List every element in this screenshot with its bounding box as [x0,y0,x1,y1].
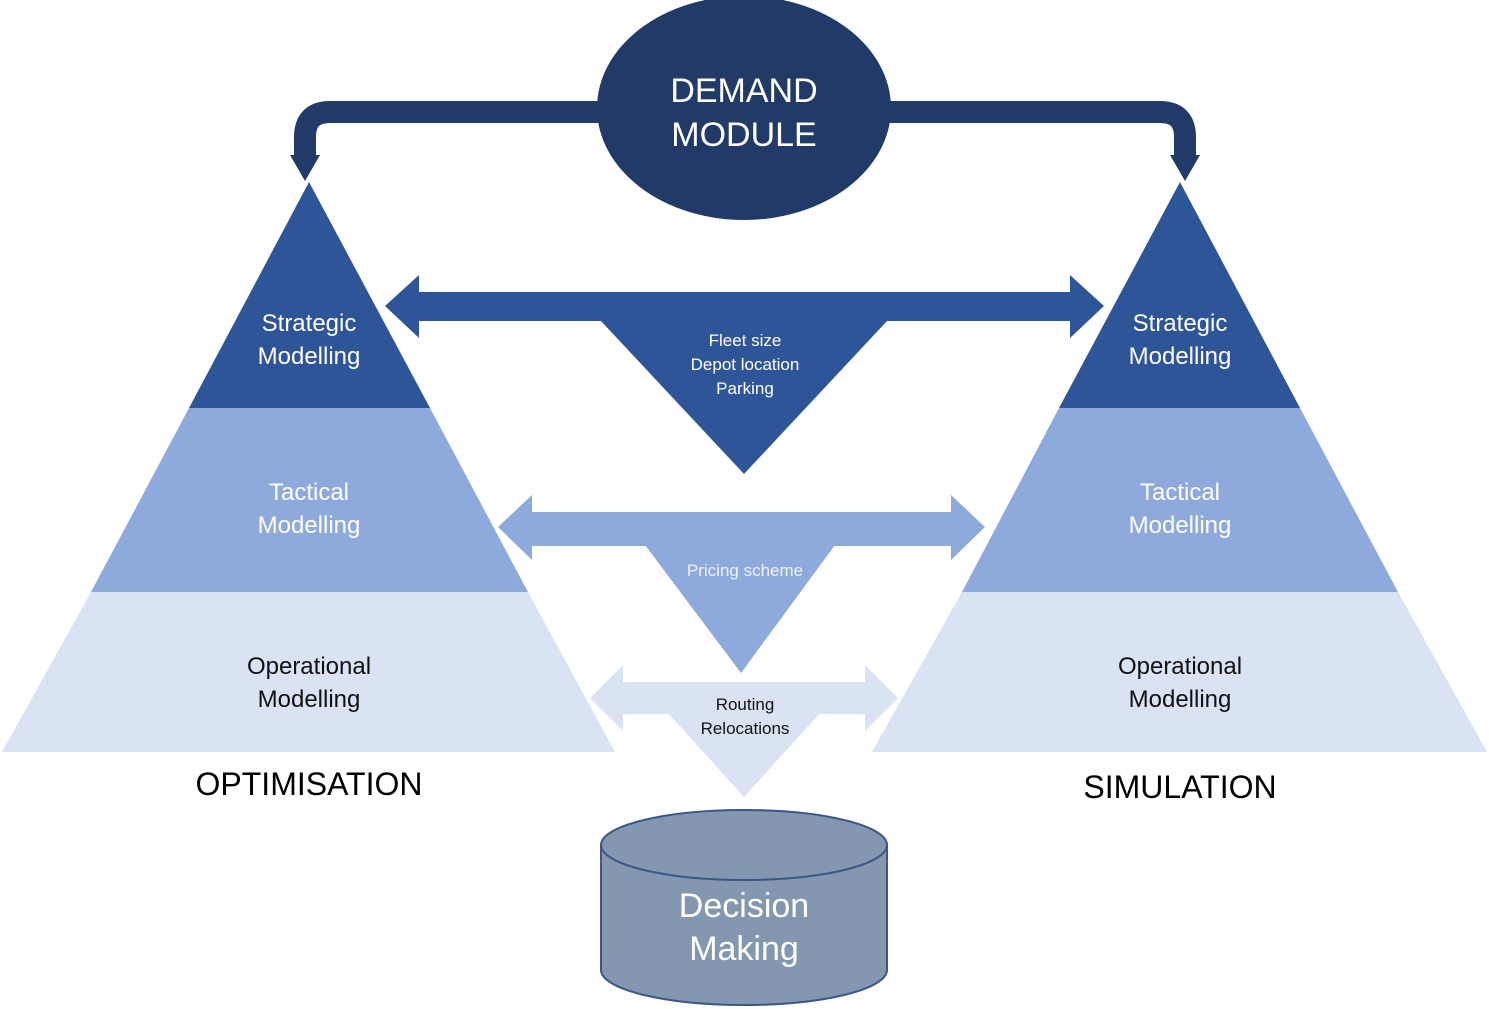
demand-module-line1: DEMAND [670,72,817,110]
demand-to-optimisation-arrowhead [290,155,320,181]
optimisation-pyramid: Strategic Modelling Tactical Modelling O… [2,182,615,802]
tactical-link-line1: Pricing scheme [687,561,803,580]
simulation-pyramid: Strategic Modelling Tactical Modelling O… [872,182,1487,805]
operational-link-line2: Relocations [701,719,790,738]
optimisation-operational-tier [2,592,615,752]
decision-line1: Decision [679,887,809,925]
simulation-strategic-line1: Strategic [1133,310,1228,337]
optimisation-title: OPTIMISATION [196,766,423,802]
strategic-link-line1: Fleet size [709,331,782,350]
decision-making-node: Decision Making [600,809,888,1006]
optimisation-strategic-tier [189,182,430,408]
simulation-tactical-line1: Tactical [1140,479,1220,506]
strategic-double-arrow [385,275,1104,338]
simulation-operational-line1: Operational [1118,653,1242,680]
simulation-strategic-tier [1059,182,1300,408]
operational-link-line1: Routing [716,695,775,714]
decision-cylinder-top [600,809,888,881]
optimisation-tactical-line1: Tactical [269,479,349,506]
operational-link: Routing Relocations [590,665,898,797]
tactical-link: Pricing scheme [498,495,985,673]
optimisation-strategic-line1: Strategic [262,310,357,337]
tactical-link-triangle [645,545,835,673]
optimisation-operational-line2: Modelling [258,686,361,713]
decision-line2: Making [689,930,799,968]
optimisation-tactical-line2: Modelling [258,512,361,539]
optimisation-operational-line1: Operational [247,653,371,680]
simulation-tactical-line2: Modelling [1129,512,1232,539]
simulation-operational-tier [872,592,1487,752]
simulation-strategic-line2: Modelling [1129,343,1232,370]
demand-module-node [597,0,891,220]
tactical-double-arrow [498,495,985,560]
demand-to-simulation-arrowhead [1170,155,1200,181]
strategic-link-line2: Depot location [691,355,800,374]
operational-link-triangle [668,713,820,797]
simulation-title: SIMULATION [1083,769,1276,805]
simulation-operational-line2: Modelling [1129,686,1232,713]
operational-double-arrow [590,665,898,731]
simulation-tactical-tier [962,408,1398,592]
optimisation-tactical-tier [91,408,528,592]
strategic-link-line3: Parking [716,379,774,398]
strategic-link-triangle [600,320,888,474]
optimisation-strategic-line2: Modelling [258,343,361,370]
decision-cylinder-body [600,844,888,1006]
demand-to-simulation-connector [880,101,1196,158]
demand-module-line2: MODULE [671,116,816,154]
strategic-link: Fleet size Depot location Parking [385,275,1104,474]
demand-to-optimisation-connector [294,101,610,158]
